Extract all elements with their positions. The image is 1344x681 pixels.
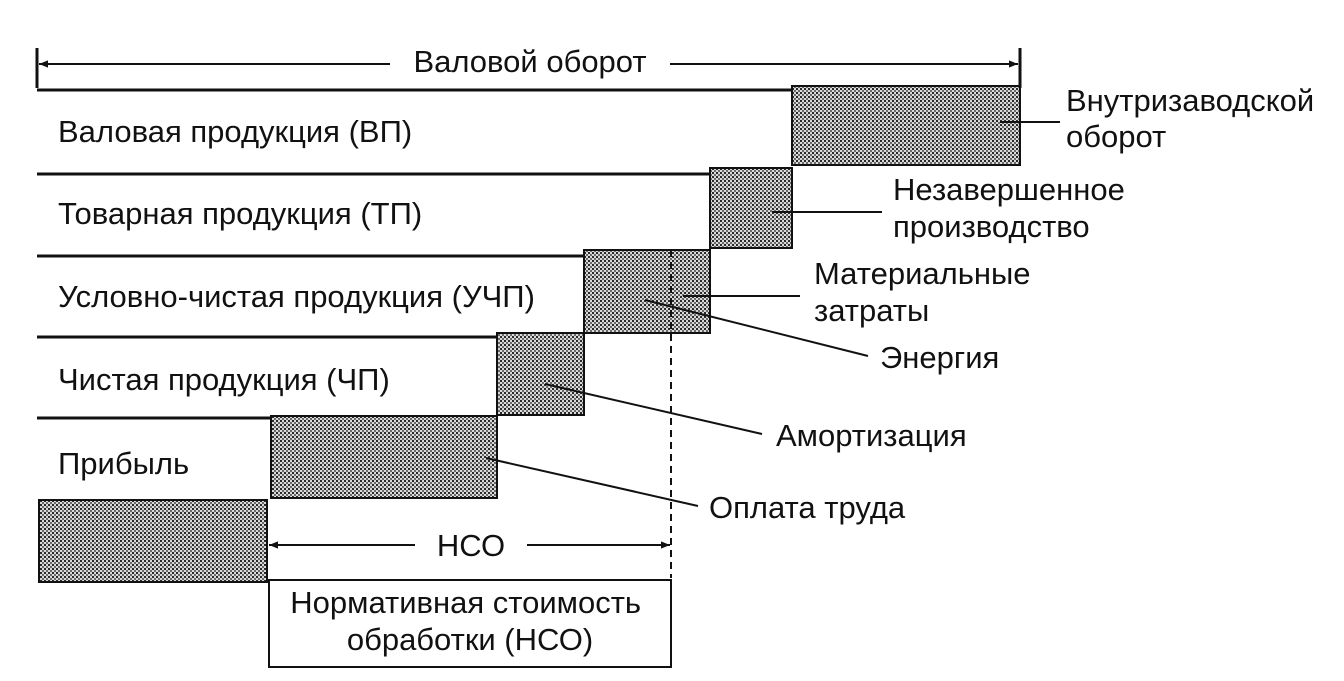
row-rules bbox=[37, 88, 792, 420]
nso-box-text: Нормативная стоимость обработки (НСО) bbox=[290, 585, 649, 657]
callout-work-in-progress: Незавершенное производство bbox=[893, 172, 1133, 244]
shaded-blocks bbox=[38, 85, 1021, 583]
nso-box: Нормативная стоимость обработки (НСО) bbox=[268, 579, 672, 668]
block-internal-turnover bbox=[791, 85, 1021, 166]
leader-labour bbox=[485, 457, 699, 507]
leader-energy bbox=[644, 299, 869, 357]
callout-energy: Энергия bbox=[880, 340, 999, 375]
callout-labour: Оплата труда bbox=[709, 490, 906, 525]
callout-internal-turnover: Внутризаводской оборот bbox=[1066, 83, 1323, 154]
block-depreciation bbox=[496, 332, 585, 416]
callout-depreciation: Амортизация bbox=[776, 418, 967, 453]
gross-turnover-dimension: Валовой оборот bbox=[35, 44, 1022, 88]
block-labour bbox=[270, 415, 498, 499]
gross-turnover-label: Валовой оборот bbox=[413, 44, 646, 79]
leader-lines bbox=[485, 121, 1060, 507]
row-labels: Валовая продукция (ВП) Товарная продукци… bbox=[58, 114, 535, 481]
row-label-conditionally-net-output: Условно-чистая продукция (УЧП) bbox=[58, 279, 535, 314]
callout-material-costs: Материальные затраты bbox=[814, 256, 1039, 328]
row-label-profit: Прибыль bbox=[58, 446, 189, 481]
row-label-gross-output: Валовая продукция (ВП) bbox=[58, 114, 412, 149]
nso-label: НСО bbox=[437, 528, 505, 563]
leader-depreciation bbox=[544, 383, 763, 435]
block-profit bbox=[38, 499, 268, 583]
block-work-in-progress bbox=[709, 167, 793, 249]
row-label-marketable-output: Товарная продукция (ТП) bbox=[58, 196, 422, 231]
nso-dimension: НСО bbox=[269, 528, 670, 563]
block-material-costs bbox=[583, 249, 711, 334]
row-label-net-output: Чистая продукция (ЧП) bbox=[58, 362, 390, 397]
callouts: Внутризаводской оборот Незавершенное про… bbox=[709, 83, 1323, 525]
